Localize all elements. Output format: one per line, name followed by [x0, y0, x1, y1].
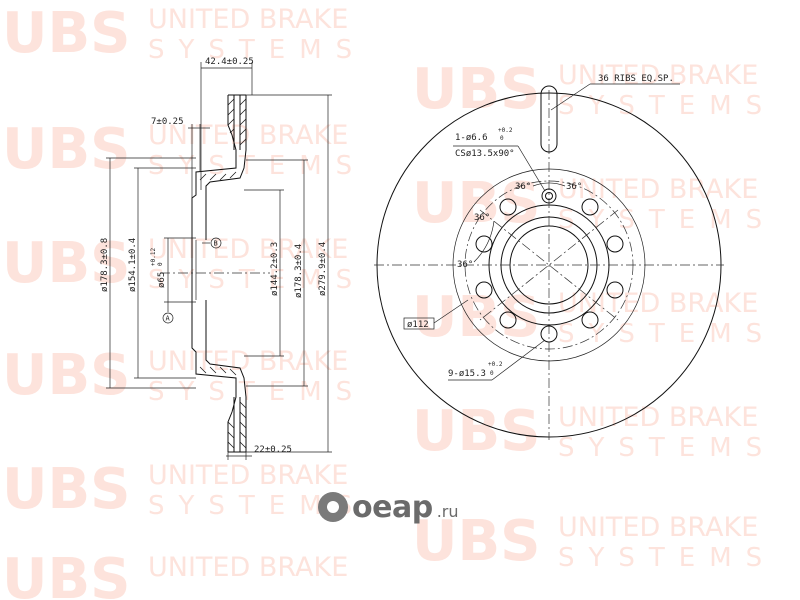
angle-arc	[532, 182, 566, 187]
bolt-hole	[606, 235, 624, 253]
watermark-group: UBS UNITED BRAKE SYSTEMS UBS UNITED BRAK…	[2, 1, 776, 600]
label-diameter-279: ø279.9±0.4	[318, 242, 328, 296]
watermark-line2: SYSTEMS	[558, 433, 776, 463]
bolt-hole	[499, 311, 517, 329]
front-view: 36° 36° 36° 36° 36 RIBS EQ.SP. 1-ø6.6 +0…	[374, 74, 724, 440]
label-angle-4: 36°	[457, 260, 473, 270]
watermark-line1: UNITED BRAKE	[558, 60, 758, 91]
watermark-line1: UNITED BRAKE	[558, 288, 758, 319]
leader-hole-small	[517, 145, 546, 192]
centerline-diag	[479, 209, 619, 321]
leader-pcd	[433, 299, 469, 324]
locating-hole-countersink	[541, 188, 557, 204]
watermark-line2: SYSTEMS	[148, 377, 366, 407]
disc-profile-upper	[191, 94, 247, 240]
footer-tld: .ru	[436, 501, 459, 521]
watermark-line1: UNITED BRAKE	[148, 552, 348, 583]
bolt-hole	[475, 235, 493, 253]
datum-a-bubble	[162, 312, 174, 324]
label-ribs: 36 RIBS EQ.SP.	[598, 74, 674, 84]
watermark-line1: UNITED BRAKE	[558, 402, 758, 433]
watermark-line1: UNITED BRAKE	[148, 460, 348, 491]
bolt-hole	[581, 198, 599, 216]
watermark-logo: UBS	[2, 457, 131, 522]
watermark-line2: SYSTEMS	[558, 91, 776, 121]
label-diameter-144: ø144.2±0.3	[270, 242, 280, 296]
watermark-line2: SYSTEMS	[558, 319, 776, 349]
datum-a-label: A	[166, 315, 171, 323]
watermark-line1: UNITED BRAKE	[148, 234, 348, 265]
watermark-logo: UBS	[412, 171, 541, 236]
watermark-logo: UBS	[2, 547, 131, 600]
watermark-logo: UBS	[412, 399, 541, 464]
label-bolt-holes: 9-ø15.3	[448, 369, 486, 379]
bolt-hole	[540, 325, 558, 343]
brand-logo-icon	[318, 492, 348, 522]
section-hatching-lower	[199, 366, 247, 449]
bolt-hole	[606, 281, 624, 299]
datum-b-bubble	[210, 237, 222, 249]
footer-brand[interactable]: oeap .ru	[318, 489, 459, 525]
label-diameter-65: ø65	[157, 272, 167, 288]
watermark-line1: UNITED BRAKE	[148, 4, 348, 35]
pcd-box	[403, 317, 435, 330]
leader-ribs	[550, 83, 591, 111]
watermark-line2: SYSTEMS	[148, 35, 366, 65]
bolt-hole	[499, 198, 517, 216]
centerline-diag	[479, 209, 619, 321]
angle-arc	[473, 220, 495, 263]
watermark-logo: UBS	[2, 231, 131, 296]
watermark-line1: UNITED BRAKE	[148, 346, 348, 377]
watermark-logo: UBS	[2, 117, 131, 182]
datum-b-label: B	[214, 240, 218, 248]
section-hatching-upper	[199, 98, 247, 181]
label-pad-thickness: 22±0.25	[254, 445, 292, 455]
locating-hole	[545, 192, 553, 200]
label-hole-small: 1-ø6.6	[455, 133, 488, 143]
disc-profile-lower	[191, 300, 247, 453]
label-diameter-178-outer: ø178.3±0.8	[100, 238, 110, 292]
watermark-logo: UBS	[2, 343, 131, 408]
bolt-hole	[475, 281, 493, 299]
label-overall-width: 42.4±0.25	[205, 57, 254, 67]
label-bolt-holes-tol-top: +0.2	[488, 361, 503, 368]
watermark-logo: UBS	[412, 285, 541, 350]
leader-bolt-holes	[491, 339, 546, 381]
label-bolt-holes-tol-bottom: 0	[490, 370, 494, 377]
watermark-logo: UBS	[412, 509, 541, 574]
label-hole-small-tol-bottom: 0	[500, 135, 504, 142]
watermark-logo: UBS	[2, 1, 131, 66]
watermark-line1: UNITED BRAKE	[148, 120, 348, 151]
watermark-line1: UNITED BRAKE	[558, 512, 758, 543]
bolt-holes	[475, 198, 624, 343]
watermark-line2: SYSTEMS	[558, 543, 776, 573]
label-diameter-65-tol-top: +0.12	[150, 248, 157, 266]
watermark-line2: SYSTEMS	[148, 265, 366, 295]
label-diameter-154: ø154.1±0.4	[128, 238, 138, 292]
bolt-hole	[581, 311, 599, 329]
side-section-view: 42.4±0.25 7±0.25 22±0.25 ø178.3±0.8 ø154…	[100, 57, 332, 460]
label-angle-3: 36°	[474, 213, 490, 223]
rib-slot	[540, 85, 558, 153]
watermark-logo: UBS	[412, 57, 541, 122]
label-hole-small-tol-top: +0.2	[498, 127, 513, 134]
label-hat-thickness: 7±0.25	[151, 117, 184, 127]
label-angle-2: 36°	[566, 182, 582, 192]
watermark-line2: SYSTEMS	[148, 151, 366, 181]
label-pcd: ø112	[407, 320, 429, 330]
label-diameter-178-inner: ø178.3±0.4	[294, 244, 304, 298]
label-diameter-65-tol-bottom: 0	[157, 262, 164, 266]
footer-brand-text: oeap	[352, 489, 433, 525]
watermark-line2: SYSTEMS	[558, 205, 776, 235]
watermark-line1: UNITED BRAKE	[558, 174, 758, 205]
label-countersink: CSø13.5x90°	[455, 149, 515, 159]
label-angle-1: 36°	[515, 182, 531, 192]
